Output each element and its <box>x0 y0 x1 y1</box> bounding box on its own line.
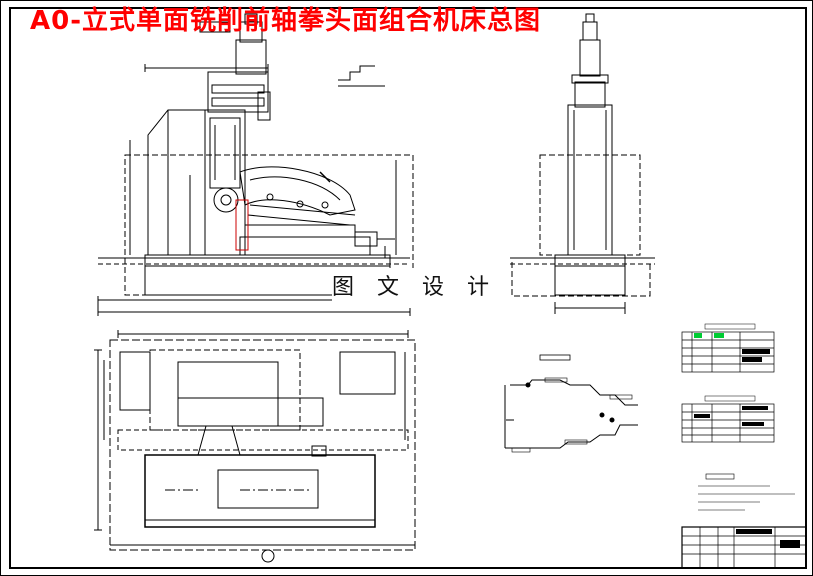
watermark-text: 图 文 设 计 <box>332 268 489 308</box>
plan-view <box>94 330 416 563</box>
parts-table-upper <box>681 323 775 373</box>
cycle-diagram <box>504 354 638 453</box>
parts-table-lower <box>681 395 775 443</box>
side-view <box>510 13 655 314</box>
title-block <box>681 526 807 569</box>
drawing-title: A0-立式单面铣削前轴拳头面组合机床总图 <box>30 6 542 36</box>
technical-notes <box>698 473 795 511</box>
